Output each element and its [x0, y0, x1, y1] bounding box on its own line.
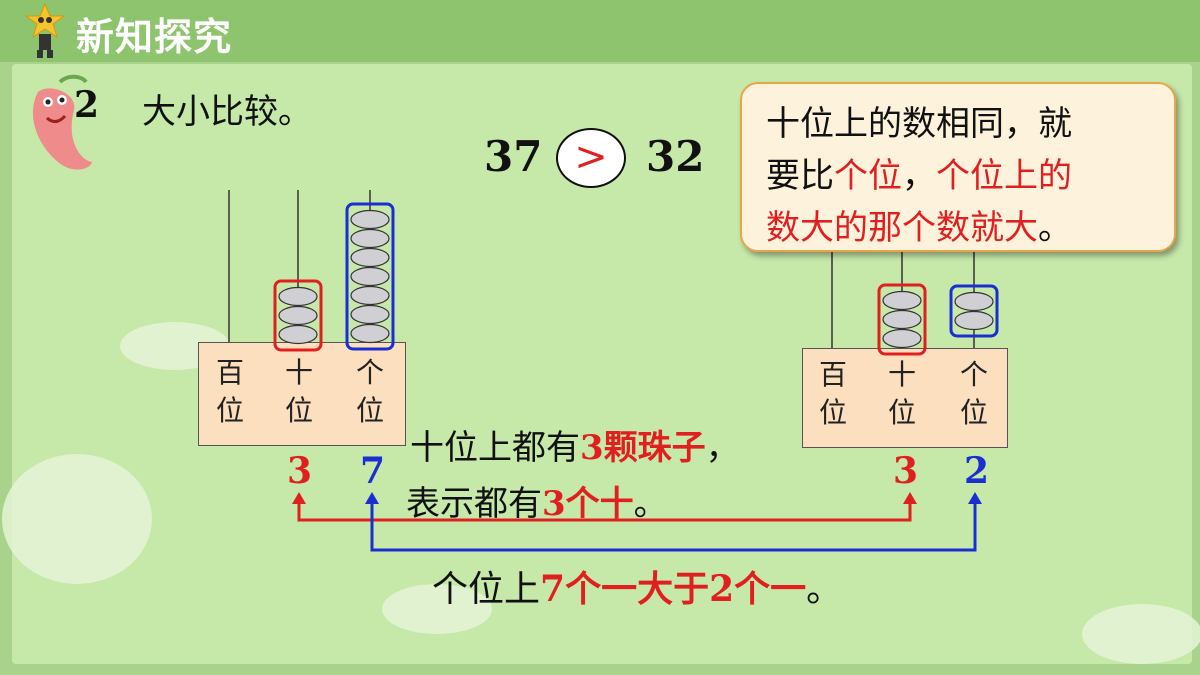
left-tens-bead-bead — [278, 286, 318, 307]
compare-sign: > — [574, 134, 608, 180]
ones-connector-line — [370, 500, 977, 552]
left-ones-bead-bead — [350, 247, 390, 268]
callout-line-3: 数大的那个数就大。 — [766, 208, 1072, 248]
abacus-right-tens-label: 十 位 — [887, 358, 916, 429]
ones-arrow-head-right — [968, 492, 982, 504]
right-ones-bead-bead — [954, 291, 994, 312]
abacus-left-tens-label: 十 位 — [284, 356, 313, 427]
right-ones-bead-frame — [949, 284, 999, 338]
left-ones-digit: 7 — [360, 450, 386, 492]
page-title: 新知探究 — [76, 15, 233, 59]
explanation-line-2: 表示都有3个十。 — [406, 484, 668, 524]
right-tens-bead-bead — [882, 328, 922, 349]
left-ones-bead-bead — [350, 209, 390, 230]
cloud-decoration — [2, 454, 152, 584]
right-tens-bead-bead — [882, 309, 922, 330]
left-ones-bead-bead — [350, 228, 390, 249]
compare-right-number: 32 — [646, 132, 705, 181]
right-tens-bead-frame — [877, 283, 927, 356]
left-ones-bead-bead — [350, 323, 390, 344]
right-tens-bead-bead — [882, 290, 922, 311]
left-tens-bead-frame — [273, 279, 323, 352]
abacus-right-ones-label: 个 位 — [959, 358, 988, 429]
abacus-right-hundreds-label: 百 位 — [818, 358, 847, 429]
tens-arrow-head-right — [903, 492, 917, 504]
callout-line-2: 要比个位，个位上的 — [766, 156, 1072, 196]
right-ones-digit: 2 — [964, 450, 990, 492]
tens-arrow-head-left — [292, 492, 306, 504]
question-number: 2 — [74, 84, 100, 126]
explanation-line-1: 十位上都有3颗珠子， — [410, 428, 740, 468]
conclusion-text: 个位上7个一大于2个一。 — [432, 568, 843, 610]
fruit-mascot-icon — [32, 74, 92, 170]
ones-arrow-head-left — [365, 492, 379, 504]
compare-left-number: 37 — [484, 132, 543, 181]
left-ones-bead-bead — [350, 266, 390, 287]
abacus-left-ones-label: 个 位 — [355, 356, 384, 427]
callout-line-1: 十位上的数相同，就 — [766, 104, 1072, 144]
hint-callout: 十位上的数相同，就 要比个位，个位上的 数大的那个数就大。 — [740, 82, 1176, 252]
cloud-decoration — [1082, 604, 1200, 664]
abacus-right-base — [802, 348, 1008, 448]
tens-connector-line — [297, 500, 912, 522]
header-bar: 新知探究 — [0, 0, 1200, 62]
left-ones-bead-bead — [350, 304, 390, 325]
question-text: 大小比较。 — [142, 92, 312, 132]
right-ones-bead-bead — [954, 310, 994, 331]
mascot-icon — [24, 2, 66, 58]
right-tens-digit: 3 — [893, 450, 919, 492]
left-tens-digit: 3 — [287, 450, 313, 492]
left-ones-bead-frame — [345, 202, 395, 351]
left-tens-bead-bead — [278, 324, 318, 345]
abacus-left-hundreds-label: 百 位 — [215, 356, 244, 427]
cloud-decoration — [382, 584, 492, 634]
compare-circle: > — [556, 128, 626, 188]
left-ones-bead-bead — [350, 285, 390, 306]
left-tens-bead-bead — [278, 305, 318, 326]
